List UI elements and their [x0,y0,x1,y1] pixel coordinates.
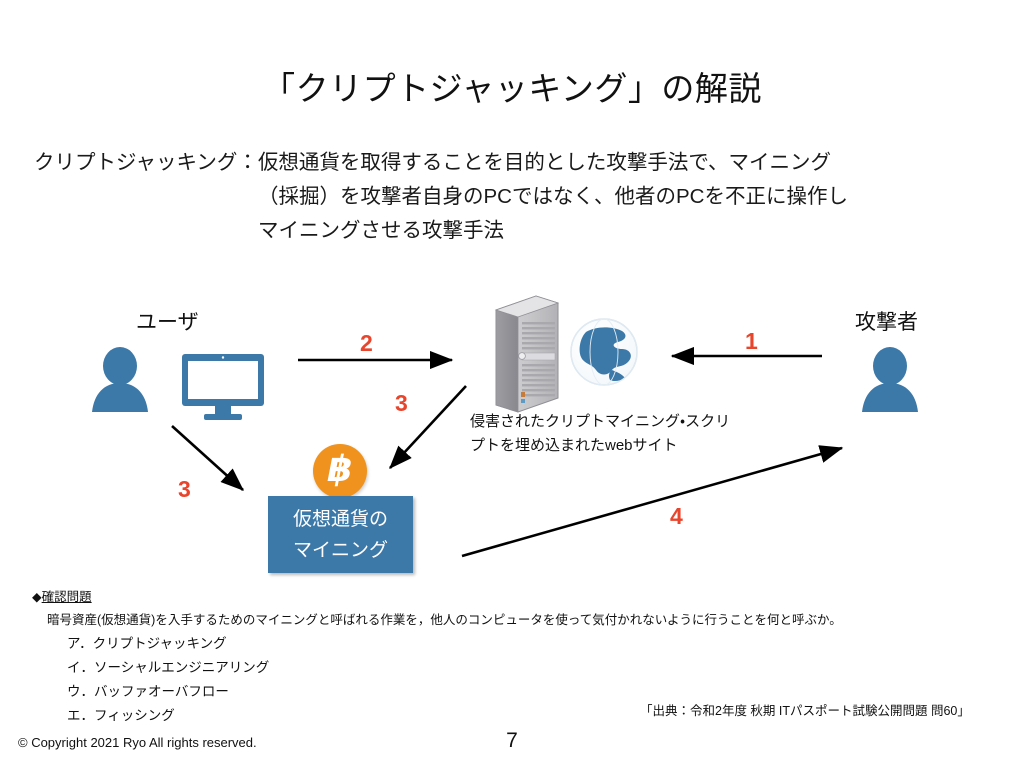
server-tower-icon [494,295,560,413]
attacker-label: 攻撃者 [855,311,918,334]
quiz-heading: ◆確認問題 [32,586,92,605]
arrow-step-3b [171,425,244,491]
quiz-choice-u[interactable]: ウ．バッファオーバフロー [67,684,229,699]
attack-flow-diagram [0,278,1024,578]
page-number: 7 [506,729,518,752]
arrow-step-3a [389,385,467,469]
user-monitor-icon [182,354,264,420]
compromised-site-caption: 侵害されたクリプトマイニング・スクリプトを埋め込まれたwebサイト [470,413,731,454]
mining-box-line-1: 仮想通貨の [292,509,388,530]
mining-box-line-2: マイニング [292,540,388,561]
quiz-choice-a[interactable]: ア．クリプトジャッキング [67,636,227,651]
definition-line-3: マイニングさせる攻撃手法 [258,219,504,242]
quiz-choice-list: ア．クリプトジャッキング イ．ソーシャルエンジニアリング ウ．バッファオーバフロ… [67,632,269,728]
bitcoin-icon: ฿ [313,444,367,498]
step-number-1: 1 [745,328,758,354]
definition-line-2: （採掘）を攻撃者自身のPCではなく、他者のPCを不正に操作し [258,185,848,208]
source-citation: 「出典：令和2年度 秋期 ITパスポート試験公開問題 問60」 [640,704,970,718]
definition-line-1: クリプトジャッキング：仮想通貨を取得することを目的とした攻撃手法で、マイニング [34,151,832,174]
step-number-2: 2 [360,330,373,356]
quiz-heading-marker: ◆ [32,590,42,604]
quiz-choice-i[interactable]: イ．ソーシャルエンジニアリング [67,660,270,675]
step-number-3-lower: 3 [178,476,191,502]
definition-paragraph: クリプトジャッキング：仮想通貨を取得することを目的とした攻撃手法で、マイニング … [34,146,994,248]
page-title: 「クリプトジャッキング」の解説 [262,70,762,107]
arrow-step-4 [461,445,844,558]
step-number-4: 4 [670,503,683,529]
quiz-question: 暗号資産(仮想通貨)を入手するためのマイニングと呼ばれる作業を，他人のコンピュー… [47,613,842,627]
quiz-choice-e[interactable]: エ．フィッシング [67,708,175,723]
attacker-person-icon [862,347,918,412]
quiz-heading-text: 確認問題 [41,590,92,604]
user-label: ユーザ [136,311,199,334]
mining-box: 仮想通貨の マイニング [268,496,413,573]
globe-icon [570,318,638,386]
copyright-notice: © Copyright 2021 Ryo All rights reserved… [18,735,257,750]
step-number-3-upper: 3 [395,390,408,416]
user-person-icon [92,347,148,412]
